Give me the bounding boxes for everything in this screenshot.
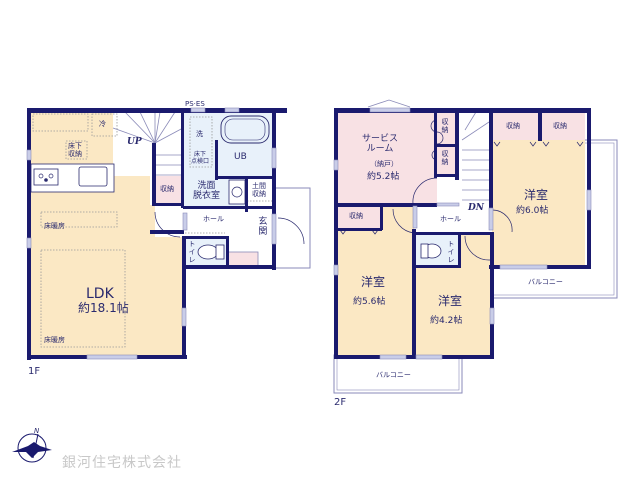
balcony-bottom (333, 354, 463, 394)
wash-basin (228, 179, 246, 205)
western-room-42 (416, 235, 492, 356)
up-label: UP (127, 137, 142, 147)
walls-1f (27, 108, 287, 360)
underfloor-storage-label: 床下 収納 (68, 142, 82, 159)
entrance-step (227, 251, 259, 267)
stove (33, 168, 59, 186)
storage-door-ticks (339, 141, 584, 235)
toilet-fixture-1f (197, 244, 219, 260)
compass-north-label: N (34, 427, 40, 435)
storage-b-label: 収納 (441, 150, 450, 166)
western-42-name: 洋室 (438, 294, 463, 308)
ub-label: UB (234, 152, 247, 162)
entrance-label: 玄関 (256, 216, 267, 236)
balcony-bottom-label: バルコニー (376, 371, 411, 379)
storage-stairs-label: 収納 (160, 185, 174, 193)
western-42-size: 約4.2帖 (430, 316, 463, 326)
ldk-name: LDK (86, 286, 114, 302)
windows-1f (26, 107, 277, 360)
compass-icon (12, 433, 52, 463)
storage-d-label: 収納 (553, 122, 567, 130)
floor2-plan (333, 99, 618, 394)
floor1-plan (26, 107, 311, 360)
ldk-size: 約18.1帖 (78, 301, 129, 315)
toilet-1f-label: トイレ (188, 240, 197, 264)
windows-2f (333, 107, 592, 360)
service-room-sub: （納戸） (370, 160, 398, 168)
western-6-name: 洋室 (524, 188, 549, 202)
fridge-label: 冷 (99, 120, 106, 128)
storage-d (541, 112, 585, 140)
western-56-size: 約5.6帖 (353, 297, 386, 307)
stairs-2f (459, 112, 489, 206)
storage-stairs-1f (155, 176, 183, 203)
floor2-label: 2F (334, 397, 347, 408)
toilet-2f-label: トイレ (447, 240, 456, 264)
washroom-label: 洗面 脱衣室 (193, 181, 221, 202)
storage-c (492, 112, 538, 140)
ub-area (218, 112, 275, 176)
kitchen-counter (30, 163, 115, 193)
doma-storage-label: 土間 収納 (252, 182, 266, 199)
floor1-label: 1F (28, 366, 41, 377)
company-name: 銀河住宅株式会社 (62, 455, 182, 471)
service-room (337, 112, 437, 204)
stairs-1f (113, 112, 183, 176)
storage-a (437, 112, 455, 144)
sink (78, 166, 108, 187)
floor-heating-label-1: 床暖房 (44, 222, 65, 230)
doma-storage (247, 178, 275, 208)
stairs-lines-2f (461, 111, 490, 201)
underfloor-inspection-label: 床下 点検口 (191, 151, 210, 165)
service-room-name: サービス ルーム (362, 134, 399, 155)
balcony-right-label: バルコニー (528, 278, 563, 286)
western-6-size: 約6.0帖 (516, 206, 549, 216)
washer-label: 洗 (196, 130, 203, 138)
bathtub (220, 115, 270, 144)
ps-es-label: PS·ES (185, 100, 205, 108)
porch (274, 187, 311, 269)
dn-label: DN (468, 203, 485, 213)
storage-a-label: 収納 (441, 118, 450, 134)
hall-2f-label: ホール (440, 215, 461, 223)
storage-b (437, 146, 455, 174)
western-room-6 (492, 140, 585, 265)
storage-c-label: 収納 (506, 122, 520, 130)
dotted-areas-1f (32, 113, 275, 348)
wash-area (183, 112, 218, 178)
hall-2f (414, 206, 490, 233)
western-56-name: 洋室 (361, 275, 386, 289)
storage-e-label: 収納 (349, 212, 363, 220)
service-room-size: 約5.2帖 (367, 172, 400, 182)
door-swings-1f (154, 211, 305, 245)
floor-heating-label-2: 床暖房 (44, 336, 65, 344)
hall-1f-label: ホール (203, 215, 224, 223)
